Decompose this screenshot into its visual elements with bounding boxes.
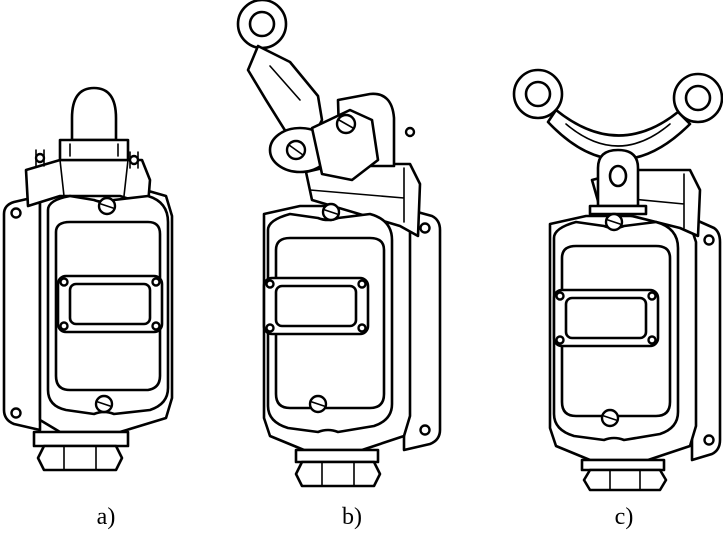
- switch-c-fork-lever: [512, 68, 723, 492]
- label-b: b): [342, 504, 362, 530]
- switch-a-plunger: [2, 86, 174, 472]
- label-a: a): [96, 504, 116, 530]
- switch-b-lever: [236, 0, 442, 488]
- label-c: c): [614, 504, 634, 530]
